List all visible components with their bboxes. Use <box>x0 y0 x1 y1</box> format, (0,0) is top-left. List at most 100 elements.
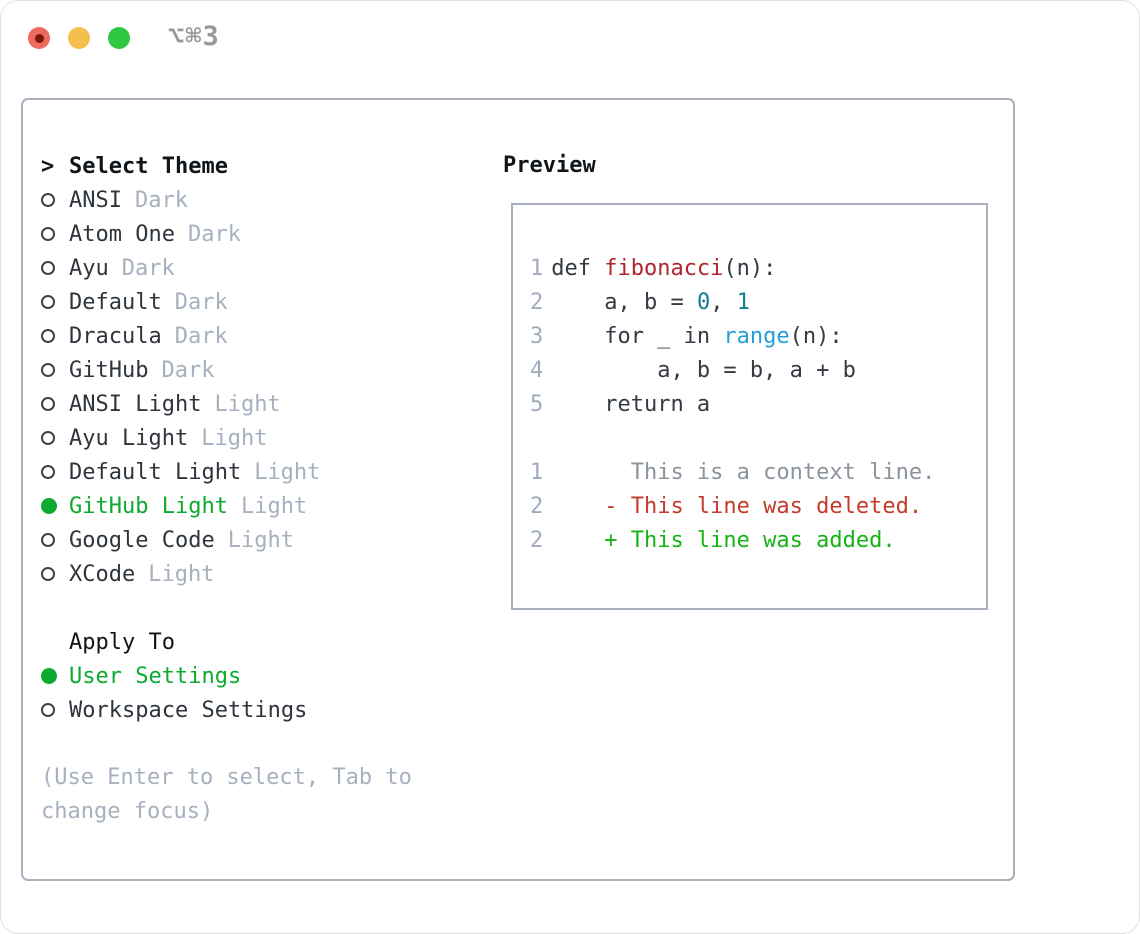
zoom-button[interactable] <box>108 27 130 49</box>
theme-option[interactable]: Ayu Dark <box>41 251 453 285</box>
preview-line: 3 for _ in range(n): <box>530 319 976 353</box>
theme-name: Atom One <box>69 221 175 247</box>
code-token: This is a context line. <box>551 459 936 485</box>
code-token: 1 <box>736 289 750 315</box>
line-content: - This line was deleted. <box>551 494 922 519</box>
theme-list: > Select Theme ANSI Dark Atom One Dark A… <box>41 149 453 829</box>
theme-option[interactable]: Google Code Light <box>41 523 453 557</box>
radio-icon <box>41 295 69 309</box>
radio-icon <box>41 431 69 445</box>
radio-icon <box>41 261 69 275</box>
code-token: fibonacci <box>604 255 724 281</box>
apply-to-header: Apply To <box>41 625 453 659</box>
line-number: 5 <box>530 391 544 417</box>
theme-name: ANSI Light <box>69 391 202 417</box>
theme-option[interactable]: GitHub Dark <box>41 353 453 387</box>
code-token: 0 <box>696 289 711 315</box>
line-content: + This line was added. <box>551 528 895 553</box>
theme-variant-badge: Light <box>254 459 321 485</box>
prompt-container: > <box>41 154 69 179</box>
line-content: a, b = b, a + b <box>551 358 856 383</box>
theme-option[interactable]: Default Dark <box>41 285 453 319</box>
theme-name: ANSI <box>69 187 122 213</box>
theme-picker-panel: > Select Theme ANSI Dark Atom One Dark A… <box>21 98 1015 881</box>
theme-variant-badge: Light <box>201 425 268 451</box>
code-token: (n): <box>723 255 777 281</box>
apply-to-label: User Settings <box>69 663 242 689</box>
theme-option[interactable]: ANSI Dark <box>41 183 453 217</box>
line-content: for _ in range(n): <box>551 324 842 349</box>
theme-variant-badge: Light <box>240 493 308 519</box>
window-title-shortcut: ⌥⌘3 <box>168 21 220 52</box>
radio-icon <box>41 363 69 377</box>
code-token: (n): <box>789 323 843 349</box>
theme-variant-badge: Light <box>148 561 215 587</box>
preview-title: Preview <box>503 153 596 178</box>
code-token: for _ in <box>551 323 724 349</box>
preview-line: 2 a, b = 0, 1 <box>530 285 976 319</box>
line-number: 2 <box>530 289 544 315</box>
code-token: range <box>723 323 790 349</box>
apply-to-title: Apply To <box>69 629 175 655</box>
theme-name: Default <box>69 289 162 315</box>
line-number: 2 <box>530 493 544 519</box>
code-token: , <box>710 289 737 315</box>
code-token: return a <box>551 391 711 417</box>
code-token: a, b = b, a + b <box>551 357 856 383</box>
line-number: 1 <box>530 459 544 485</box>
theme-variant-badge: Dark <box>174 323 228 349</box>
theme-option[interactable]: Dracula Dark <box>41 319 453 353</box>
theme-option[interactable]: Default Light Light <box>41 455 453 489</box>
line-number: 2 <box>530 527 544 553</box>
titlebar: ⌥⌘3 <box>1 1 1139 76</box>
minimize-button[interactable] <box>68 27 90 49</box>
radio-icon <box>41 567 69 581</box>
code-token: - This line was deleted. <box>551 493 923 519</box>
radio-icon <box>41 193 69 207</box>
theme-name: Dracula <box>69 323 162 349</box>
line-content: def fibonacci(n): <box>551 256 776 281</box>
theme-name: Google Code <box>69 527 215 553</box>
theme-variant-badge: Light <box>214 391 281 417</box>
line-number: 3 <box>530 323 544 349</box>
select-theme-title: Select Theme <box>69 153 228 179</box>
prompt-caret-icon: > <box>41 153 55 179</box>
theme-variant-badge: Dark <box>121 255 175 281</box>
theme-name: Ayu Light <box>69 425 189 451</box>
apply-to-option[interactable]: User Settings <box>41 659 453 693</box>
theme-variant-badge: Dark <box>174 289 228 315</box>
line-content: This is a context line. <box>551 459 936 485</box>
theme-name: GitHub Light <box>69 493 228 519</box>
radio-icon <box>41 397 69 411</box>
select-theme-header: > Select Theme <box>41 149 453 183</box>
radio-icon <box>41 703 69 717</box>
theme-option[interactable]: GitHub Light Light <box>41 489 453 523</box>
theme-name: Default Light <box>69 459 242 485</box>
radio-icon <box>41 465 69 479</box>
line-number: 1 <box>530 255 544 281</box>
theme-variant-badge: Light <box>227 527 294 553</box>
theme-option[interactable]: Atom One Dark <box>41 217 453 251</box>
close-button[interactable] <box>28 27 50 49</box>
traffic-lights <box>28 27 130 49</box>
theme-option[interactable]: Ayu Light Light <box>41 421 453 455</box>
theme-name: Ayu <box>69 255 109 281</box>
preview-line: 4 a, b = b, a + b <box>530 353 976 387</box>
theme-name: XCode <box>69 561 136 587</box>
radio-icon <box>41 227 69 241</box>
radio-icon <box>41 498 69 514</box>
radio-icon <box>41 329 69 343</box>
line-content: return a <box>551 392 710 417</box>
theme-option[interactable]: ANSI Light Light <box>41 387 453 421</box>
apply-to-label: Workspace Settings <box>69 697 308 723</box>
theme-option[interactable]: XCode Light <box>41 557 453 591</box>
radio-icon <box>41 533 69 547</box>
line-number: 4 <box>530 357 544 383</box>
preview-line: 1 def fibonacci(n): <box>530 251 976 285</box>
theme-variant-badge: Dark <box>134 187 188 213</box>
preview-line: 1 This is a context line. <box>530 455 976 489</box>
apply-to-option[interactable]: Workspace Settings <box>41 693 453 727</box>
section-gap <box>41 591 453 625</box>
preview-line <box>530 421 976 455</box>
